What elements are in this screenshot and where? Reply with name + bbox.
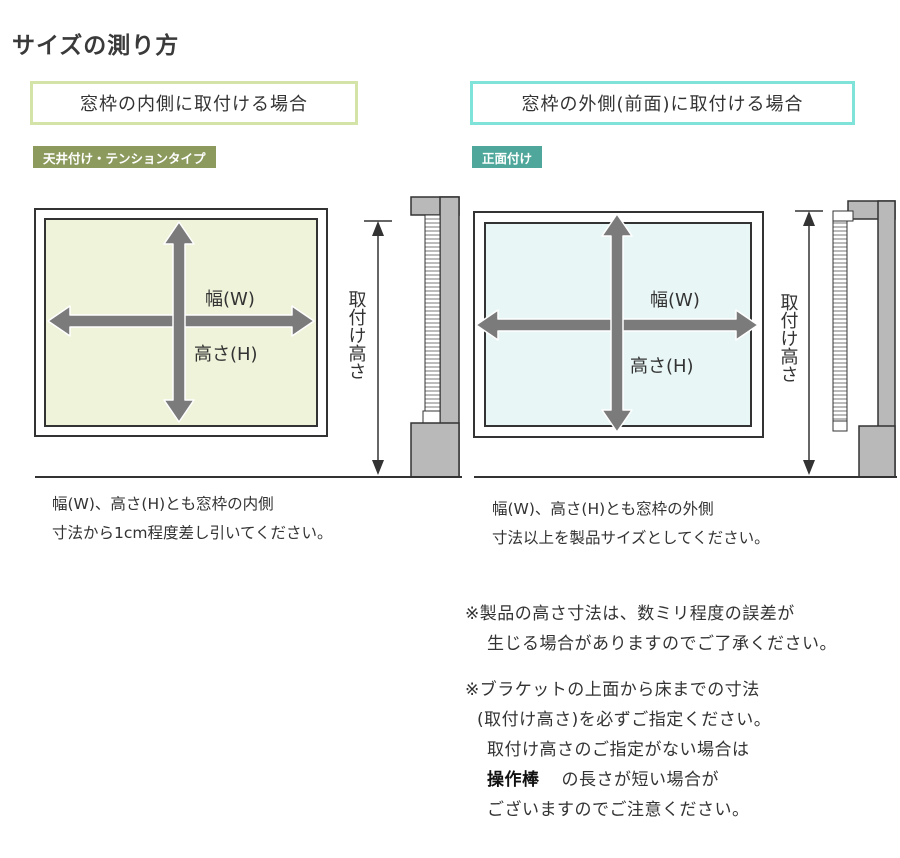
outside-height-label: 高さ(H) (630, 356, 694, 377)
inside-mount-tag-text: 天井付け・テンションタイプ (43, 150, 206, 166)
inside-note-line1: 幅(W)、高さ(H)とも窓枠の内側 (52, 495, 274, 513)
outside-side-section-icon (832, 200, 896, 478)
inside-mount-tag: 天井付け・テンションタイプ (33, 146, 216, 168)
remark1-line2: 生じる場合がありますのでご了承ください。 (487, 634, 837, 654)
outside-width-label: 幅(W) (650, 290, 700, 311)
inside-side-section-icon (410, 196, 460, 478)
remark2-operation-rod: 操作棒 (487, 770, 540, 790)
outside-note-line2: 寸法以上を製品サイズとしてください。 (492, 529, 770, 547)
remark2-line5: ございますのでご注意ください。 (487, 800, 750, 820)
remark2-line4-rest: の長さが短い場合が (561, 770, 719, 790)
outside-mount-heading: 窓枠の外側(前面)に取付ける場合 (470, 81, 855, 125)
outside-window-diagram: 幅(W) 高さ(H) 取付け高さ (473, 200, 897, 478)
outside-mount-height-label: 取付け高さ (778, 293, 799, 383)
remark1-line1: ※製品の高さ寸法は、数ミリ程度の誤差が (465, 604, 795, 624)
outside-height-arrow (601, 213, 633, 433)
inside-height-label: 高さ(H) (194, 344, 258, 365)
outside-mount-tag: 正面付け (472, 146, 543, 168)
inside-height-arrow (163, 221, 195, 423)
inside-mount-heading-text: 窓枠の内側に取付ける場合 (80, 94, 308, 115)
inside-note: 幅(W)、高さ(H)とも窓枠の内側 寸法から1cm程度差し引いてください。 (52, 490, 333, 548)
outside-note: 幅(W)、高さ(H)とも窓枠の外側 寸法以上を製品サイズとしてください。 (492, 495, 770, 553)
remark-mount-height: ※ブラケットの上面から床までの寸法 (取付け高さ)を必ずご指定ください。 取付け… (465, 675, 771, 825)
inside-mount-height-dimension (364, 220, 392, 475)
inside-mount-height-label: 取付け高さ (346, 290, 367, 380)
outside-mount-tag-text: 正面付け (482, 150, 533, 166)
page-title: サイズの測り方 (12, 33, 180, 59)
remark2-line2: (取付け高さ)を必ずご指定ください。 (477, 710, 772, 730)
remark2-line1: ※ブラケットの上面から床までの寸法 (465, 680, 760, 700)
outside-mount-heading-text: 窓枠の外側(前面)に取付ける場合 (521, 94, 804, 115)
inside-note-line2: 寸法から1cm程度差し引いてください。 (52, 524, 333, 542)
outside-mount-height-dimension (795, 210, 823, 475)
remark2-line4: 操作棒 の長さが短い場合が (465, 765, 771, 795)
inside-mount-heading: 窓枠の内側に取付ける場合 (30, 81, 358, 125)
remark2-line3: 取付け高さのご指定がない場合は (487, 740, 750, 760)
inside-window-diagram: 幅(W) 高さ(H) 取付け高さ (34, 196, 462, 478)
outside-note-line1: 幅(W)、高さ(H)とも窓枠の外側 (492, 500, 714, 518)
remark-product-height: ※製品の高さ寸法は、数ミリ程度の誤差が 生じる場合がありますのでご了承ください。 (465, 599, 837, 659)
inside-width-label: 幅(W) (205, 289, 255, 310)
